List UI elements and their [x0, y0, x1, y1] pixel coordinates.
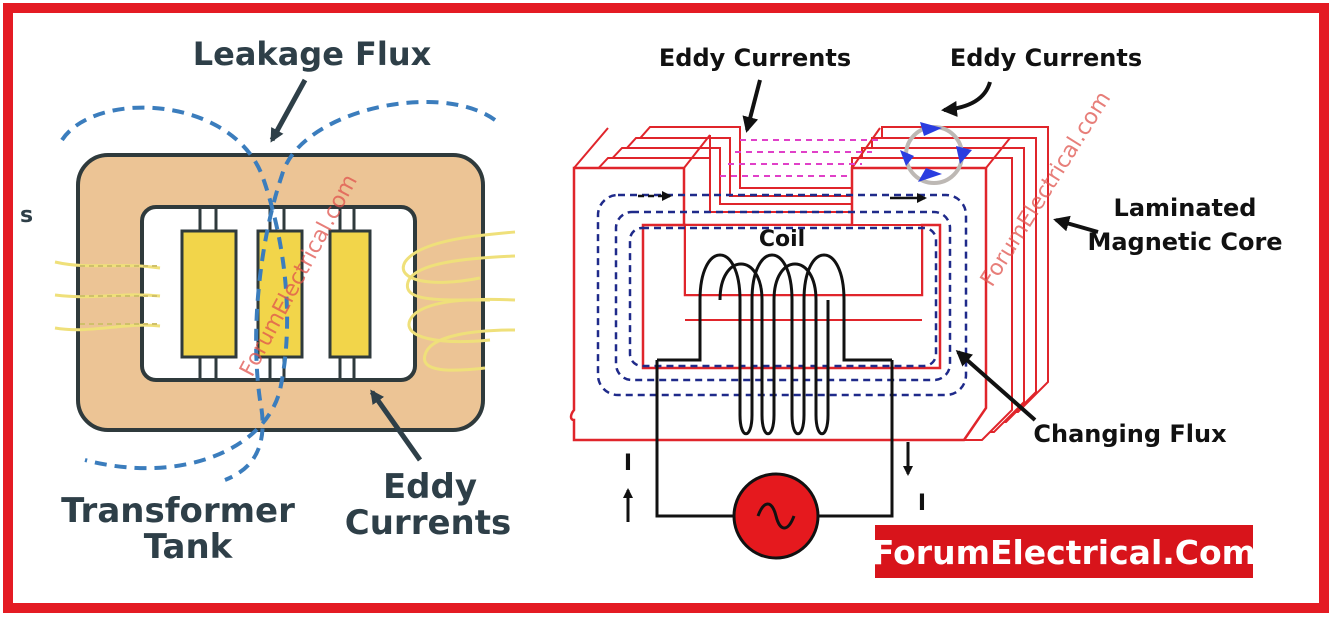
page-border — [3, 3, 1329, 613]
brand-banner — [875, 525, 1253, 578]
leakage-flux-label: Leakage Flux — [193, 35, 432, 73]
laminated-core-label-line2: Magnetic Core — [1087, 228, 1282, 256]
transformer-tank-diagram: s Leakage Flux Transformer Tank Eddy Cur… — [20, 35, 516, 567]
left-eddy-ticks — [80, 265, 160, 325]
coil-label: Coil — [759, 227, 805, 252]
coil-winding — [657, 253, 892, 436]
eddy-loop-arrows — [900, 122, 972, 182]
eddy-currents-label-top-right: Eddy Currents — [950, 44, 1142, 72]
leakage-flux-curves — [60, 99, 497, 482]
changing-flux-label: Changing Flux — [1033, 420, 1227, 448]
current-label-right: I — [918, 491, 926, 516]
laminated-core-diagram: Coil I I Eddy Currents Eddy Currents Lam… — [569, 44, 1283, 560]
eddy-arrow-top-left — [742, 79, 762, 133]
eddy-currents-label-line2: Currents — [345, 503, 511, 543]
laminated-core-label-line1: Laminated — [1114, 194, 1257, 222]
eddy-dash-lines — [720, 139, 880, 177]
core-window-inner — [684, 224, 923, 296]
brand-banner-text: ForumElectrical.Com — [872, 533, 1256, 572]
changing-flux-arrow — [955, 350, 1037, 422]
core-top-edges — [573, 127, 1011, 225]
sine-wave-icon — [756, 502, 796, 530]
right-eddy-lines — [401, 230, 516, 372]
circuit-wires — [655, 360, 894, 518]
eddy-currents-arrow-left — [369, 389, 423, 462]
winding-3 — [328, 229, 372, 359]
leakage-flux-arrow — [269, 78, 308, 143]
eddy-currents-label-line1: Eddy — [383, 467, 477, 507]
eddy-currents-label-top-left: Eddy Currents — [659, 44, 851, 72]
transformer-tank-label-line2: Tank — [144, 527, 234, 567]
transformer-tank-label-line1: Transformer — [61, 491, 295, 531]
edge-text-fragment: s — [20, 203, 33, 228]
eddy-arrow-top-right — [941, 81, 992, 117]
laminated-core-arrow — [1053, 215, 1099, 234]
changing-flux-loops — [596, 193, 968, 397]
current-label-left: I — [624, 451, 632, 476]
winding-1 — [180, 229, 238, 359]
